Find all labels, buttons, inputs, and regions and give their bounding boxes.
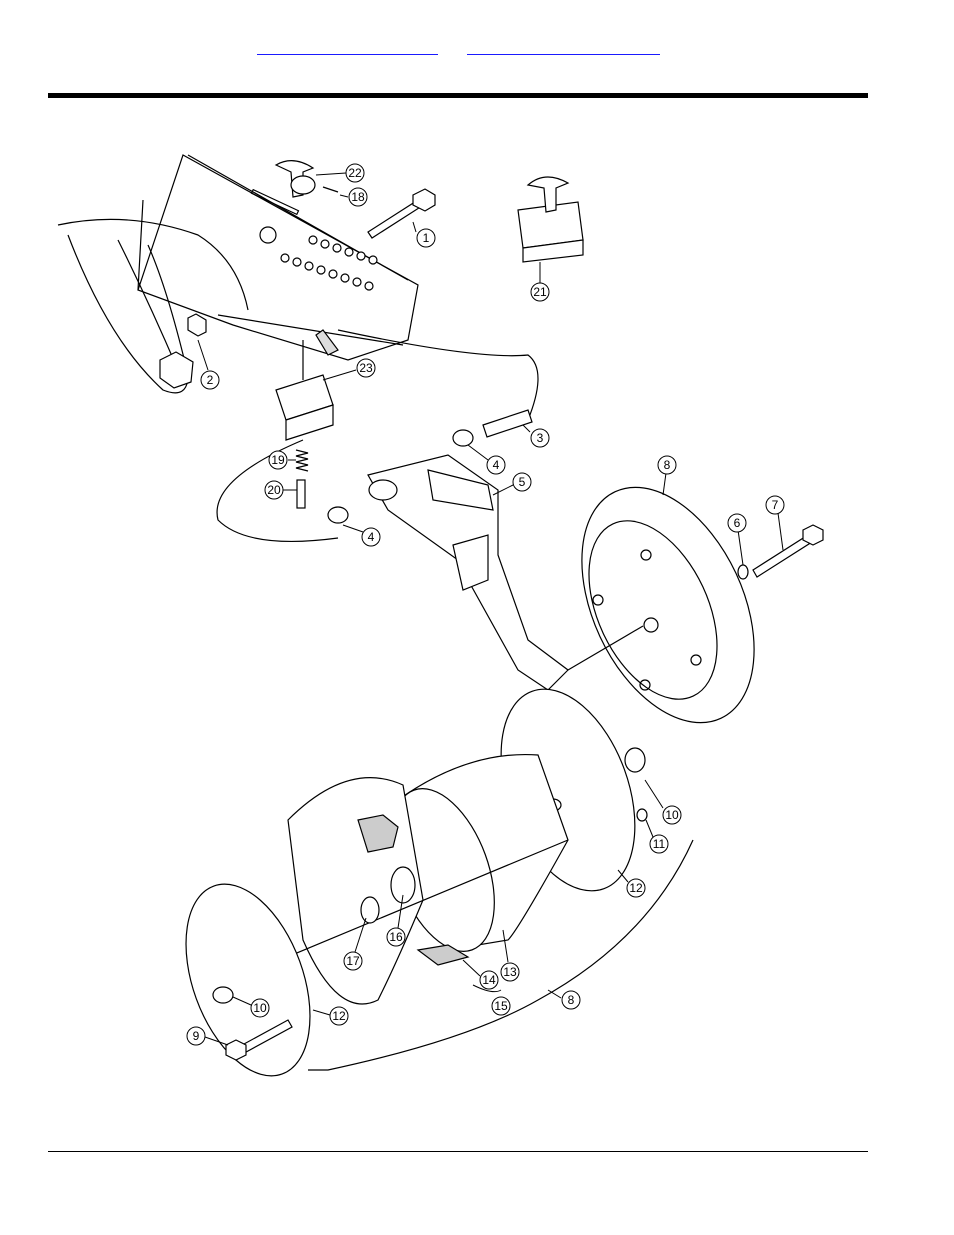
svg-text:9: 9 — [193, 1029, 200, 1043]
spring-19 — [296, 450, 308, 508]
callout-12b: 12 — [313, 1007, 348, 1025]
svg-text:22: 22 — [348, 166, 362, 180]
callout-22: 22 — [316, 164, 364, 182]
callout-3: 3 — [523, 425, 549, 447]
callout-8a: 8 — [658, 456, 676, 495]
svg-text:3: 3 — [537, 431, 544, 445]
callout-18: 18 — [340, 188, 367, 206]
svg-text:14: 14 — [482, 973, 496, 987]
svg-text:8: 8 — [568, 993, 575, 1007]
svg-text:19: 19 — [271, 453, 285, 467]
callout-15: 15 — [473, 985, 510, 1015]
parts-diagram: 1 2 3 4 4 5 6 7 8 8 9 10 10 11 12 12 13 … — [48, 140, 848, 1085]
header-rule — [48, 93, 868, 98]
header-link-2[interactable] — [467, 42, 660, 55]
lock-assembly-21 — [518, 177, 583, 262]
callout-23: 23 — [323, 359, 375, 380]
svg-text:21: 21 — [533, 285, 547, 299]
callout-2: 2 — [198, 340, 219, 389]
svg-text:5: 5 — [519, 475, 526, 489]
svg-text:2: 2 — [207, 373, 214, 387]
header-link-1[interactable] — [257, 42, 438, 55]
t-handle-22 — [276, 161, 338, 197]
callout-19: 19 — [269, 451, 296, 469]
callout-6: 6 — [728, 514, 746, 565]
svg-text:12: 12 — [629, 881, 643, 895]
svg-text:12: 12 — [332, 1009, 346, 1023]
svg-text:7: 7 — [772, 498, 779, 512]
callout-21: 21 — [531, 262, 549, 301]
callout-4b: 4 — [343, 525, 380, 546]
svg-text:16: 16 — [389, 930, 403, 944]
callout-4a: 4 — [468, 445, 505, 474]
svg-text:10: 10 — [253, 1001, 267, 1015]
svg-text:23: 23 — [359, 361, 373, 375]
callout-10a: 10 — [645, 780, 681, 824]
svg-text:4: 4 — [368, 530, 375, 544]
svg-text:17: 17 — [346, 954, 360, 968]
svg-text:8: 8 — [664, 458, 671, 472]
svg-text:4: 4 — [493, 458, 500, 472]
footer-rule — [48, 1151, 868, 1152]
svg-text:6: 6 — [734, 516, 741, 530]
callout-14: 14 — [463, 960, 498, 989]
callout-20: 20 — [265, 481, 297, 499]
callout-5: 5 — [493, 473, 531, 495]
callout-11: 11 — [646, 820, 668, 853]
callout-7: 7 — [766, 496, 784, 550]
callout-8b: 8 — [548, 990, 580, 1009]
svg-text:18: 18 — [351, 190, 365, 204]
svg-text:10: 10 — [665, 808, 679, 822]
svg-text:13: 13 — [503, 965, 517, 979]
svg-text:11: 11 — [653, 837, 666, 851]
svg-text:15: 15 — [494, 999, 508, 1013]
block-23 — [276, 340, 333, 440]
arm-5 — [368, 455, 568, 690]
callout-1: 1 — [413, 222, 435, 247]
svg-text:20: 20 — [267, 483, 281, 497]
svg-text:1: 1 — [423, 231, 430, 245]
